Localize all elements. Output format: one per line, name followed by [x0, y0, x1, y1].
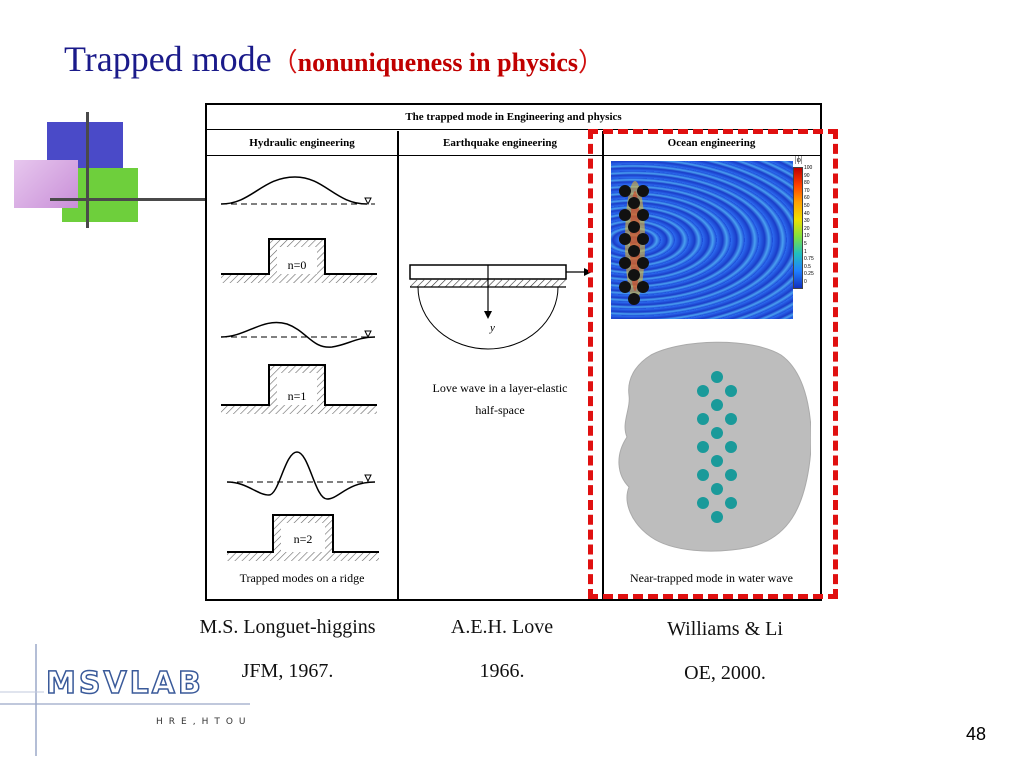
caption-earthquake-line2: half-space — [475, 403, 525, 417]
citation-3-line2: OE, 2000. — [684, 662, 766, 684]
water-level-icon — [364, 330, 372, 339]
earthquake-diagram: y — [409, 264, 592, 350]
colorbar-tick: 5 — [804, 240, 807, 247]
colorbar-tick: 1 — [804, 248, 807, 255]
cylinder-array-teal — [697, 371, 737, 523]
trapped-mode-figure: The trapped mode in Engineering and phys… — [205, 103, 822, 601]
axis-label-y: y — [489, 322, 495, 334]
logo-text: MSVLAB — [45, 665, 204, 702]
citation-1-line1: M.S. Longuet-higgins — [199, 616, 376, 638]
colorbar-tick: 0.5 — [804, 263, 811, 270]
colorbar-tick: 40 — [804, 210, 810, 217]
figure-header: The trapped mode in Engineering and phys… — [207, 105, 820, 130]
colorbar-tick: 50 — [804, 202, 810, 209]
mode-label-n2: n=2 — [294, 532, 313, 546]
caption-ocean: Near-trapped mode in water wave — [629, 571, 793, 585]
colorbar — [793, 167, 803, 289]
colorbar-tick: 100 — [804, 165, 813, 171]
msvlab-logo: MSVLAB HRE,HTOU — [0, 640, 260, 760]
column-separator — [602, 131, 604, 599]
water-level-icon — [364, 474, 372, 483]
citation-2-line2: 1966. — [479, 660, 525, 682]
mode-label-n0: n=0 — [288, 258, 307, 272]
colorbar-label: |ϕ| — [795, 155, 803, 164]
colorbar-tick: 10 — [804, 233, 810, 240]
title-main: Trapped mode — [64, 39, 272, 79]
decor-vline — [86, 112, 89, 228]
caption-hydraulic: Trapped modes on a ridge — [239, 571, 365, 585]
citation-1-line2: JFM, 1967. — [241, 660, 334, 682]
title-subtitle: nonuniqueness in physics — [297, 48, 579, 77]
cylinder-array-black — [619, 185, 649, 305]
hydraulic-diagram: n=0 n=1 n=2 — [220, 176, 379, 561]
colorbar-tick: 0 — [804, 278, 807, 285]
near-trapped-domain — [618, 341, 811, 552]
decor-hline — [50, 198, 208, 201]
colorbar-tick: 0.25 — [804, 271, 814, 278]
colorbar-tick: 20 — [804, 225, 810, 232]
caption-earthquake-line1: Love wave in a layer-elastic — [432, 381, 568, 395]
colorbar-tick: 0.75 — [804, 256, 814, 263]
slide-title: Trapped mode（nonuniqueness in physics） — [64, 38, 604, 80]
highlight-box — [588, 129, 838, 599]
colorbar-tick: 80 — [804, 180, 810, 187]
citation-3-line1: Williams & Li — [667, 618, 783, 640]
title-paren-close: ） — [578, 48, 605, 77]
logo-subtext: HRE,HTOU — [156, 717, 252, 727]
citation-2-line1: A.E.H. Love — [450, 616, 554, 638]
colorbar-tick: 90 — [804, 172, 810, 179]
title-paren-open: （ — [271, 48, 298, 77]
column-heading-ocean: Ocean engineering — [603, 131, 820, 156]
column-heading-earthquake: Earthquake engineering — [398, 131, 602, 156]
arrow-down-icon — [484, 311, 492, 319]
mode-label-n1: n=1 — [288, 389, 307, 403]
page-number: 48 — [965, 724, 986, 744]
colorbar-tick: 60 — [804, 195, 810, 202]
column-heading-hydraulic: Hydraulic engineering — [207, 131, 397, 156]
colorbar-tick: 30 — [804, 218, 810, 225]
wave-contour-plot — [611, 161, 793, 319]
water-level-icon — [364, 197, 372, 206]
column-separator — [397, 131, 399, 599]
colorbar-tick: 70 — [804, 187, 810, 194]
